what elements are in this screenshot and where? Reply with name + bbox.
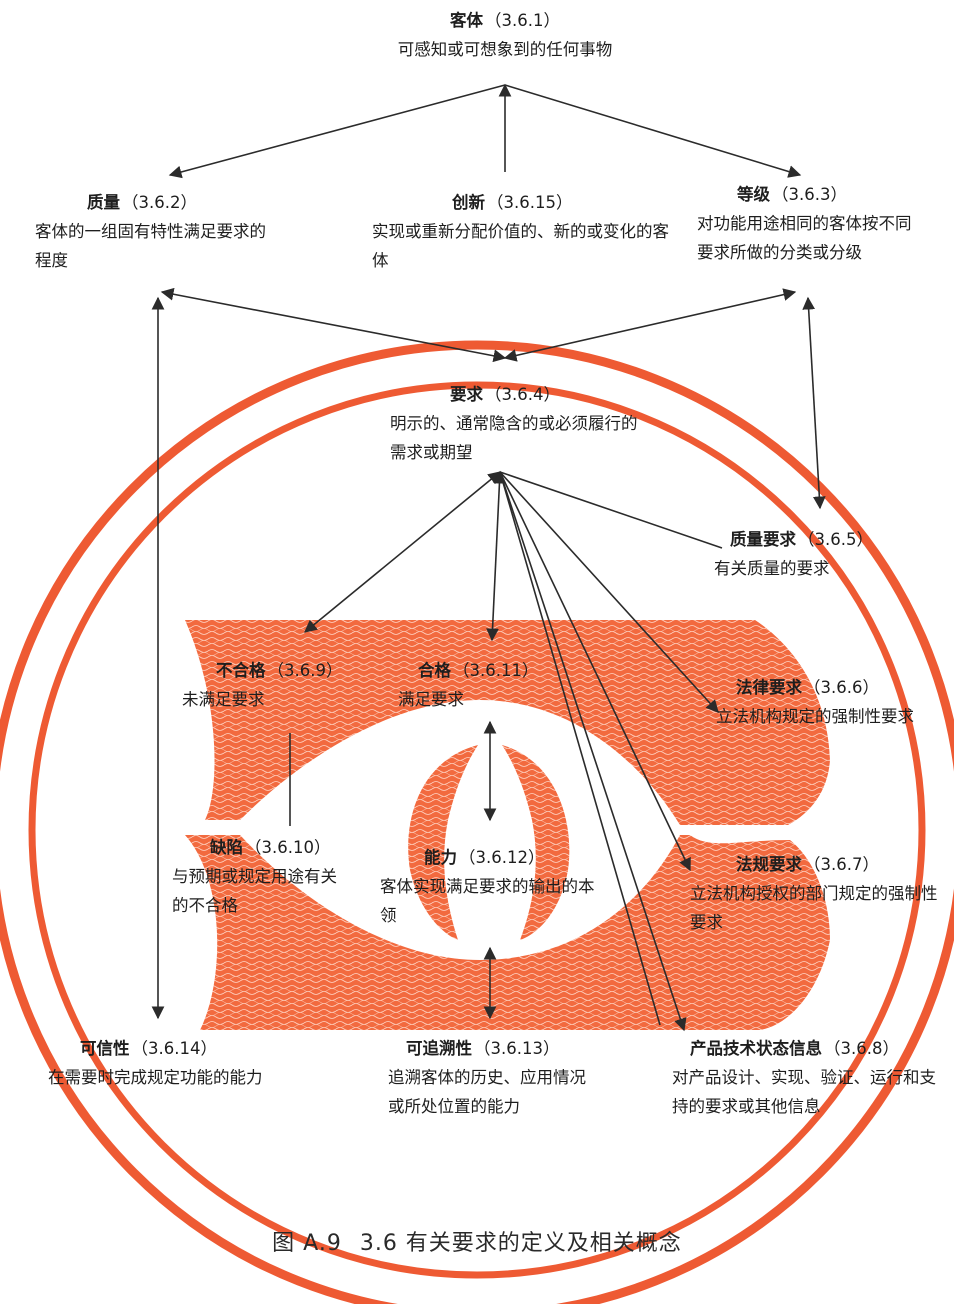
arrow-req-nonconformity bbox=[304, 471, 501, 633]
patterned-eye-left bbox=[408, 745, 478, 940]
arrow-grade-quality-req bbox=[802, 296, 826, 510]
concept-definition: 立法机构规定的强制性要求 bbox=[716, 707, 914, 726]
concept-definition: 实现或重新分配价值的、新的或变化的客体 bbox=[372, 222, 669, 270]
concept-traceability: 可追溯性（3.6.13） 追溯客体的历史、应用情况或所处位置的能力 bbox=[388, 1034, 598, 1121]
concept-title: 法规要求（3.6.7） bbox=[690, 850, 948, 879]
clause-number: （3.6.11） bbox=[453, 661, 539, 680]
arrow-req-quality-req bbox=[499, 471, 723, 549]
concept-title: 合格（3.6.11） bbox=[398, 656, 568, 685]
concept-definition: 在需要时完成规定功能的能力 bbox=[48, 1068, 263, 1087]
clause-number: （3.6.13） bbox=[474, 1039, 560, 1058]
concept-definition: 追溯客体的历史、应用情况或所处位置的能力 bbox=[388, 1068, 586, 1116]
title-text: 可追溯性 bbox=[406, 1039, 472, 1058]
arrow-object-quality bbox=[168, 84, 506, 179]
title-text: 客体 bbox=[450, 11, 483, 30]
concept-grade: 等级（3.6.3） 对功能用途相同的客体按不同要求所做的分类或分级 bbox=[697, 180, 915, 267]
title-text: 等级 bbox=[737, 185, 770, 204]
concept-definition: 对功能用途相同的客体按不同要求所做的分类或分级 bbox=[697, 214, 912, 262]
concept-definition: 客体的一组固有特性满足要求的程度 bbox=[35, 222, 266, 270]
title-text: 创新 bbox=[452, 193, 485, 212]
concept-title: 缺陷（3.6.10） bbox=[172, 833, 342, 862]
clause-number: （3.6.5） bbox=[798, 530, 873, 549]
concept-title: 能力（3.6.12） bbox=[380, 843, 610, 872]
title-text: 质量要求 bbox=[730, 530, 796, 549]
title-text: 能力 bbox=[424, 848, 457, 867]
concept-title: 质量要求（3.6.5） bbox=[714, 525, 924, 554]
arrow-grade-requirement bbox=[503, 288, 797, 362]
patterned-block bbox=[185, 620, 830, 1030]
concept-title: 创新（3.6.15） bbox=[372, 188, 672, 217]
concept-definition: 满足要求 bbox=[398, 690, 464, 709]
arrow-req-config bbox=[499, 471, 687, 1032]
clause-number: （3.6.12） bbox=[459, 848, 545, 867]
outer-ring bbox=[0, 340, 954, 1304]
title-text: 要求 bbox=[450, 385, 483, 404]
concept-definition: 与预期或规定用途有关的不合格 bbox=[172, 867, 337, 915]
clause-number: （3.6.7） bbox=[804, 855, 879, 874]
arrow-req-conformity bbox=[486, 470, 506, 642]
title-text: 不合格 bbox=[216, 661, 266, 680]
concept-definition: 可感知或可想象到的任何事物 bbox=[397, 40, 613, 59]
concept-title: 质量（3.6.2） bbox=[35, 188, 273, 217]
title-text: 合格 bbox=[418, 661, 451, 680]
arrow-object-grade bbox=[504, 84, 802, 178]
clause-number: （3.6.4） bbox=[485, 385, 560, 404]
concept-definition: 有关质量的要求 bbox=[714, 559, 830, 578]
patterned-eye-right bbox=[502, 745, 570, 940]
concept-title: 可追溯性（3.6.13） bbox=[388, 1034, 598, 1063]
concept-title: 客体（3.6.1） bbox=[330, 6, 680, 35]
concept-conformity: 合格（3.6.11） 满足要求 bbox=[398, 656, 568, 714]
concept-regulatory-requirement: 法规要求（3.6.7） 立法机构授权的部门规定的强制性要求 bbox=[690, 850, 948, 937]
concept-quality: 质量（3.6.2） 客体的一组固有特性满足要求的程度 bbox=[35, 188, 273, 275]
concept-definition: 立法机构授权的部门规定的强制性要求 bbox=[690, 884, 938, 932]
clause-number: （3.6.9） bbox=[267, 661, 343, 680]
concept-object: 客体（3.6.1） 可感知或可想象到的任何事物 bbox=[330, 6, 680, 64]
title-text: 缺陷 bbox=[210, 838, 243, 857]
clause-number: （3.6.14） bbox=[131, 1039, 217, 1058]
clause-number: （3.6.1） bbox=[485, 11, 560, 30]
title-text: 法规要求 bbox=[736, 855, 802, 874]
clause-number: （3.6.15） bbox=[487, 193, 573, 212]
title-text: 质量 bbox=[87, 193, 120, 212]
clause-number: （3.6.6） bbox=[804, 678, 879, 697]
concept-dependability: 可信性（3.6.14） 在需要时完成规定功能的能力 bbox=[48, 1034, 278, 1092]
arrow-req-statutory bbox=[499, 471, 719, 713]
concept-innovation: 创新（3.6.15） 实现或重新分配价值的、新的或变化的客体 bbox=[372, 188, 672, 275]
concept-title: 要求（3.6.4） bbox=[390, 380, 640, 409]
figure-label: 图 A.9 bbox=[272, 1231, 342, 1256]
concept-configuration-info: 产品技术状态信息（3.6.8） 对产品设计、实现、验证、运行和支持的要求或其他信… bbox=[672, 1034, 942, 1121]
concept-definition: 客体实现满足要求的输出的本领 bbox=[380, 877, 595, 925]
arrow-req-regulatory bbox=[499, 471, 691, 872]
concept-title: 等级（3.6.3） bbox=[697, 180, 915, 209]
title-text: 产品技术状态信息 bbox=[690, 1039, 822, 1058]
figure-caption: 图 A.9 3.6 有关要求的定义及相关概念 bbox=[0, 1225, 954, 1257]
concept-capability: 能力（3.6.12） 客体实现满足要求的输出的本领 bbox=[380, 843, 610, 930]
concept-title: 可信性（3.6.14） bbox=[48, 1034, 278, 1063]
concept-definition: 明示的、通常隐含的或必须履行的需求或期望 bbox=[390, 414, 638, 462]
clause-number: （3.6.8） bbox=[824, 1039, 899, 1058]
concept-definition: 对产品设计、实现、验证、运行和支持的要求或其他信息 bbox=[672, 1068, 936, 1116]
concept-title: 法律要求（3.6.6） bbox=[716, 673, 926, 702]
figure-title: 3.6 有关要求的定义及相关概念 bbox=[359, 1231, 682, 1256]
concept-statutory-requirement: 法律要求（3.6.6） 立法机构规定的强制性要求 bbox=[716, 673, 926, 731]
clause-number: （3.6.2） bbox=[122, 193, 197, 212]
title-text: 法律要求 bbox=[736, 678, 802, 697]
arrow-quality-requirement bbox=[160, 287, 507, 363]
concept-quality-requirement: 质量要求（3.6.5） 有关质量的要求 bbox=[714, 525, 924, 583]
inner-ring bbox=[28, 381, 926, 1279]
clause-number: （3.6.3） bbox=[772, 185, 847, 204]
clause-number: （3.6.10） bbox=[245, 838, 331, 857]
concept-requirement: 要求（3.6.4） 明示的、通常隐含的或必须履行的需求或期望 bbox=[390, 380, 640, 467]
concept-title: 产品技术状态信息（3.6.8） bbox=[672, 1034, 942, 1063]
concept-title: 不合格（3.6.9） bbox=[182, 656, 382, 685]
concept-defect: 缺陷（3.6.10） 与预期或规定用途有关的不合格 bbox=[172, 833, 342, 920]
arrow-req-traceability bbox=[499, 471, 661, 1026]
concept-nonconformity: 不合格（3.6.9） 未满足要求 bbox=[182, 656, 382, 714]
title-text: 可信性 bbox=[80, 1039, 130, 1058]
concept-definition: 未满足要求 bbox=[182, 690, 265, 709]
